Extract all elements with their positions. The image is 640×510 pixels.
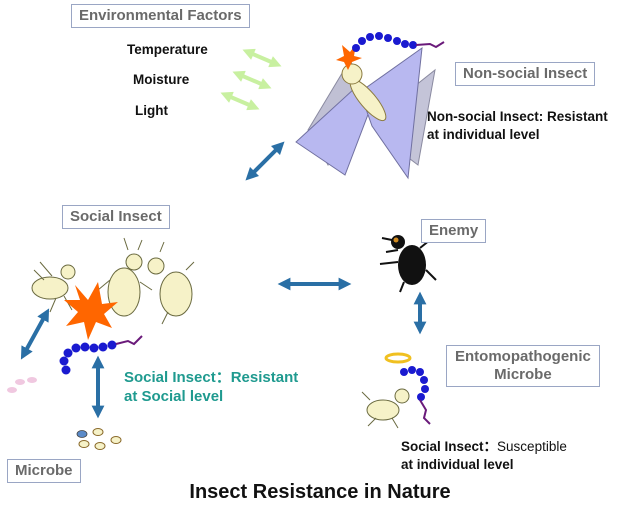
susceptible-note-line2: at individual level <box>401 457 514 472</box>
susceptible-note-line1: Social Insect：Susceptible <box>401 438 567 456</box>
diagram-title: Insect Resistance in Nature <box>189 481 451 503</box>
non-social-resistance-note: Non-social Insect: Resistant at individu… <box>427 108 608 144</box>
entomopathogenic-label-line2: Microbe <box>494 366 552 383</box>
factor-moisture: Moisture <box>133 72 190 87</box>
non-social-note-line2: at individual level <box>427 127 540 142</box>
factor-temperature: Temperature <box>127 42 208 57</box>
social-resistance-note: Social Insect：Resistant at Social level <box>124 368 298 406</box>
relationship-arrows <box>20 141 427 419</box>
susceptible-word: Susceptible <box>497 439 567 454</box>
non-social-insect-label: Non-social Insect <box>455 62 596 86</box>
social-note-line1: Social Insect：Resistant <box>124 369 299 386</box>
enemy-beetle-illustration <box>379 235 437 293</box>
susceptible-note: Social Insect：Susceptible at individual … <box>401 438 567 474</box>
susceptible-prefix: Social Insect： <box>401 439 498 454</box>
environment-light-arrows <box>220 48 282 111</box>
factor-light: Light <box>135 103 168 118</box>
enemy-label: Enemy <box>421 219 487 243</box>
environmental-factors-label: Environmental Factors <box>71 4 250 28</box>
infected-insect-illustration <box>361 352 431 429</box>
social-insect-label: Social Insect <box>62 205 170 229</box>
microbe-spores <box>7 377 122 450</box>
non-social-note-line1: Non-social Insect: Resistant <box>427 109 608 124</box>
social-note-line2: at Social level <box>124 388 224 405</box>
microbe-label: Microbe <box>7 459 81 483</box>
entomopathogenic-microbe-label: Entomopathogenic Microbe <box>446 345 600 387</box>
entomopathogenic-label-line1: Entomopathogenic <box>455 348 591 365</box>
social-insect-illustration <box>31 237 195 375</box>
non-social-insect-illustration <box>295 32 445 180</box>
